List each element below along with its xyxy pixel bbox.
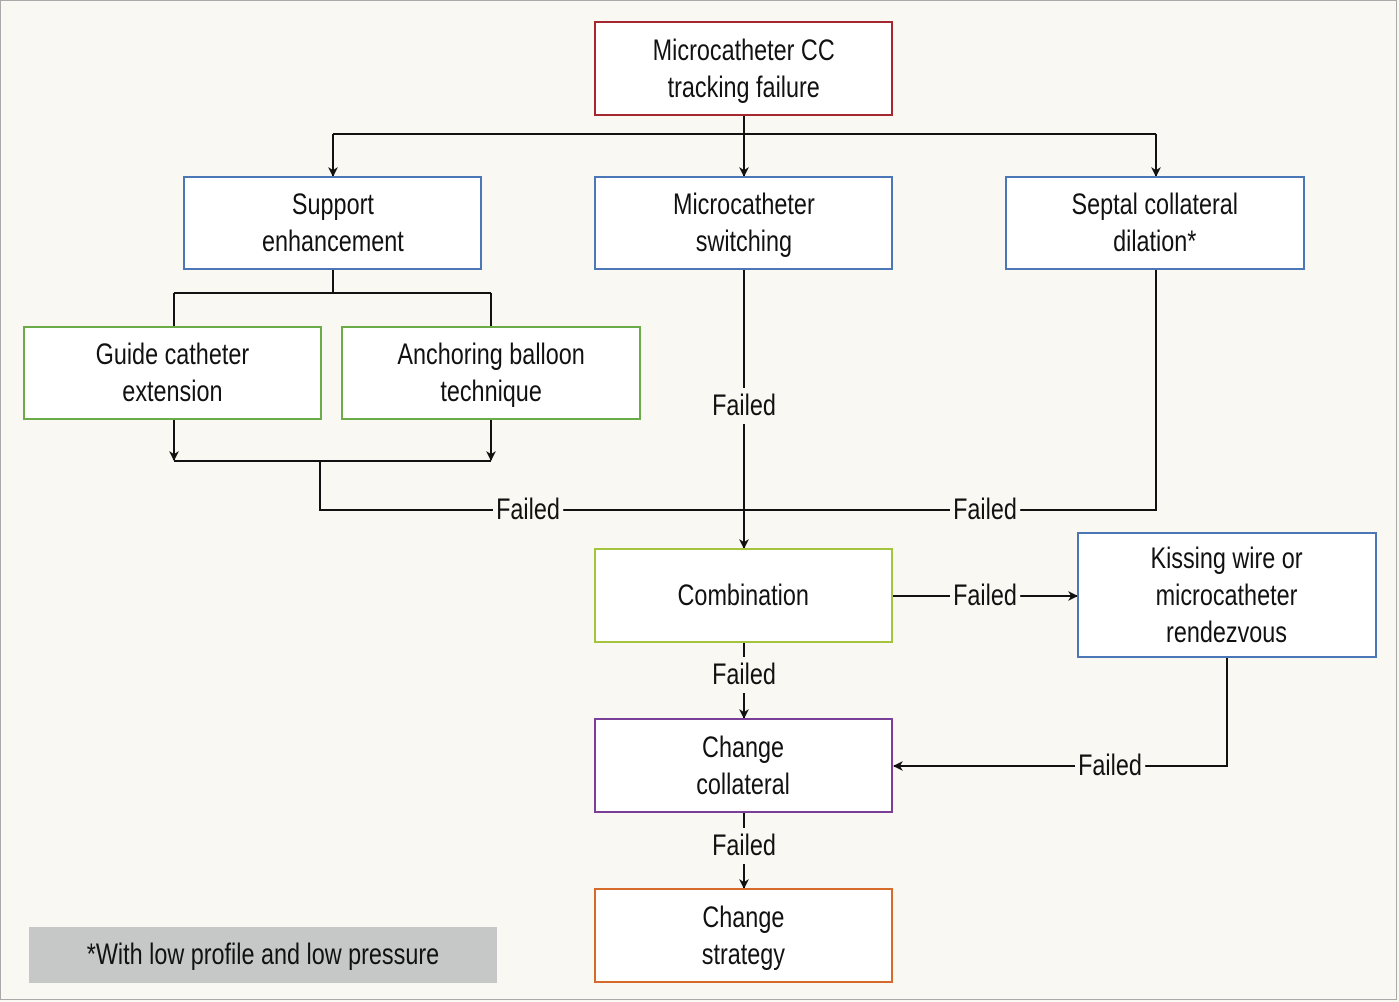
- node-kissing-wire: Kissing wire or microcatheter rendezvous: [1077, 532, 1377, 658]
- edge-label-support-failed: Failed: [493, 492, 563, 528]
- edge-label-switching-failed: Failed: [709, 388, 779, 424]
- node-septal-collateral-dilation: Septal collateral dilation*: [1005, 176, 1305, 270]
- node-septal-collateral-dilation-label: Septal collateral dilation*: [1071, 188, 1239, 258]
- edge-label-combination-to-kissing: Failed: [950, 578, 1020, 614]
- node-change-strategy-label: Change strategy: [701, 900, 786, 971]
- node-change-strategy: Change strategy: [594, 888, 893, 983]
- node-change-collateral-label: Change collateral: [696, 730, 791, 801]
- footnote-box: *With low profile and low pressure: [29, 927, 497, 983]
- edge-kissing-to-change: [893, 658, 1228, 771]
- node-combination: Combination: [594, 548, 893, 643]
- node-tracking-failure: Microcatheter CC tracking failure: [594, 21, 893, 116]
- node-guide-catheter-extension-label: Guide catheter extension: [95, 338, 250, 408]
- edge-label-combination-to-change: Failed: [709, 657, 779, 693]
- node-support-enhancement-label: Support enhancement: [261, 188, 404, 258]
- edge-support-failed: [319, 461, 744, 511]
- node-anchoring-balloon: Anchoring balloon technique: [341, 326, 641, 420]
- edge-label-kissing-to-change: Failed: [1075, 748, 1145, 784]
- node-kissing-wire-label: Kissing wire or microcatheter rendezvous: [1150, 541, 1304, 649]
- node-support-enhancement: Support enhancement: [183, 176, 482, 270]
- node-change-collateral: Change collateral: [594, 718, 893, 813]
- edge-label-change-to-strategy: Failed: [709, 828, 779, 864]
- node-microcatheter-switching-label: Microcatheter switching: [672, 188, 815, 258]
- edge-septal-failed: [744, 270, 1157, 511]
- node-combination-label: Combination: [677, 579, 810, 612]
- node-guide-catheter-extension: Guide catheter extension: [23, 326, 322, 420]
- node-tracking-failure-label: Microcatheter CC tracking failure: [652, 33, 835, 104]
- node-microcatheter-switching: Microcatheter switching: [594, 176, 893, 270]
- node-anchoring-balloon-label: Anchoring balloon technique: [397, 338, 585, 408]
- edge-label-septal-failed: Failed: [950, 492, 1020, 528]
- footnote-text: *With low profile and low pressure: [86, 938, 440, 971]
